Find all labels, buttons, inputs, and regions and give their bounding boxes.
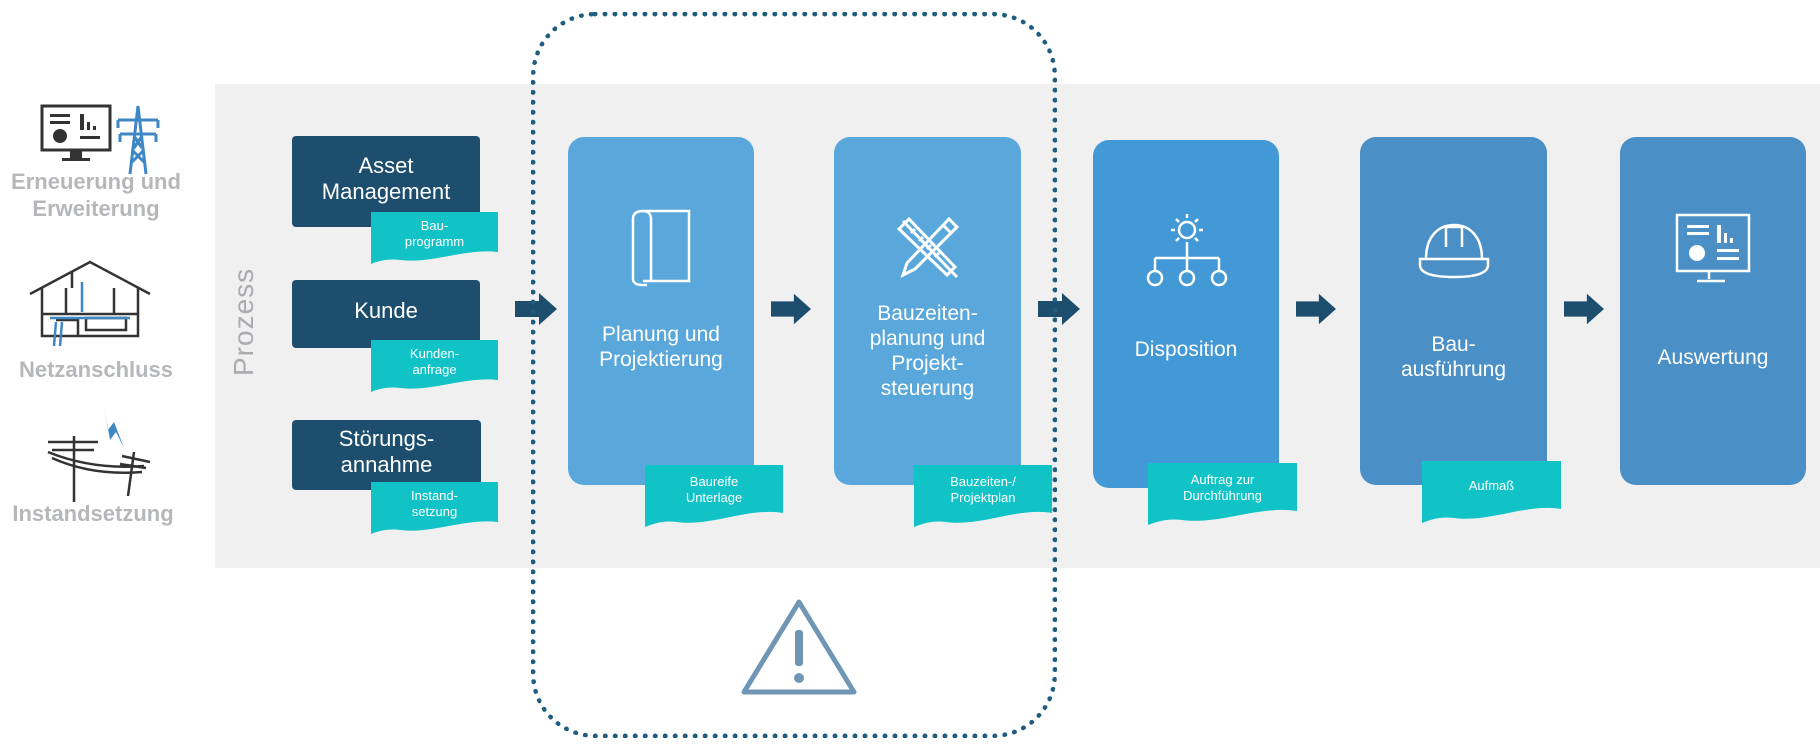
hard-hat-icon: [1418, 223, 1490, 279]
arrow-right-icon: [1038, 293, 1080, 325]
monitor-transmission-tower-icon: [40, 100, 170, 181]
doc-bauzeitenplan: Bauzeiten-/Projektplan: [914, 465, 1052, 527]
gear-hierarchy-icon: [1146, 214, 1228, 287]
arrow-right-icon: [1296, 293, 1336, 325]
process-axis-label: Prozess: [228, 267, 259, 376]
power-line-lightning-icon: [42, 406, 160, 507]
step-bauausfuehrung: Bau-ausführung: [1360, 137, 1547, 485]
category-label-repair: Instandsetzung: [12, 501, 174, 526]
dashboard-monitor-icon: [1675, 213, 1751, 283]
step-auswertung: Auswertung: [1620, 137, 1806, 485]
doc-kundenanfrage: Kunden-anfrage: [371, 340, 498, 392]
doc-bauprogramm: Bau-programm: [371, 212, 498, 264]
doc-instandsetzung: Instand-setzung: [371, 482, 498, 534]
warning-icon: [741, 599, 857, 695]
source-box-kunde: Kunde: [292, 280, 480, 348]
blueprint-icon: [631, 209, 691, 287]
highlight-frame: [531, 12, 1057, 738]
category-label-renewal: Erneuerung und Erweiterung: [11, 169, 181, 221]
arrow-right-icon: [515, 293, 557, 325]
category-label-connection: Netzanschluss: [18, 357, 174, 382]
arrow-right-icon: [1564, 293, 1604, 325]
ruler-pencil-icon: [897, 216, 960, 279]
step-disposition: Disposition: [1093, 140, 1279, 488]
source-box-stoerungsannahme: Störungs-annahme: [292, 420, 481, 490]
doc-aufmass: Aufmaß: [1422, 461, 1561, 523]
arrow-right-icon: [771, 293, 811, 325]
house-connection-icon: [26, 258, 154, 351]
